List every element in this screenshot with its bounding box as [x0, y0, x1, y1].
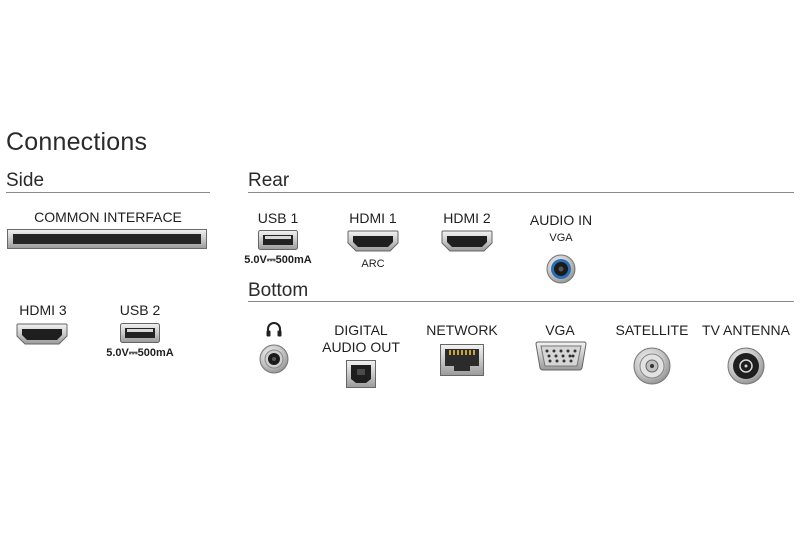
digital-audio-out-label-line1: DIGITAL	[334, 322, 388, 338]
hdmi1-port-icon	[347, 230, 399, 252]
side-divider	[6, 192, 210, 193]
usb2-port-icon	[120, 323, 160, 343]
usb1-label: USB 1	[257, 210, 299, 226]
hdmi1-label: HDMI 1	[349, 210, 397, 226]
usb1-port-icon	[258, 230, 298, 250]
common-interface-slot-icon	[7, 229, 207, 249]
hdmi2-port-icon	[441, 230, 493, 252]
satellite-port-icon	[633, 347, 671, 385]
audio-in-jack-icon	[546, 254, 576, 284]
digital-audio-out-label: DIGITAL AUDIO OUT	[312, 322, 410, 356]
usb1-power-label: 5.0V⎓500mA	[244, 254, 312, 266]
network-label: NETWORK	[426, 322, 498, 338]
vga-port-icon	[535, 341, 587, 371]
common-interface-label: COMMON INTERFACE	[34, 209, 182, 225]
usb2-label: USB 2	[119, 302, 161, 318]
hdmi3-port-icon	[16, 323, 68, 345]
tv-antenna-label: TV ANTENNA	[702, 322, 790, 338]
digital-audio-out-port-icon	[346, 360, 376, 388]
vga-label: VGA	[545, 322, 575, 338]
tv-antenna-port-icon	[727, 347, 765, 385]
page-title: Connections	[6, 128, 148, 156]
hdmi1-arc-label: ARC	[361, 258, 385, 270]
hdmi2-label: HDMI 2	[443, 210, 491, 226]
section-rear: Rear	[248, 170, 290, 191]
section-side: Side	[6, 170, 45, 191]
usb2-power-label: 5.0V⎓500mA	[106, 347, 174, 359]
rear-divider	[248, 192, 794, 193]
audio-in-label: AUDIO IN	[529, 212, 593, 228]
digital-audio-out-label-line2: AUDIO OUT	[322, 339, 400, 355]
headphone-icon	[266, 322, 282, 337]
audio-in-vga-label: VGA	[549, 232, 573, 244]
section-bottom: Bottom	[248, 280, 309, 301]
bottom-divider	[248, 301, 794, 302]
network-port-icon	[440, 344, 484, 376]
hdmi3-label: HDMI 3	[19, 302, 67, 318]
satellite-label: SATELLITE	[615, 322, 689, 338]
headphone-jack-icon	[259, 344, 289, 374]
